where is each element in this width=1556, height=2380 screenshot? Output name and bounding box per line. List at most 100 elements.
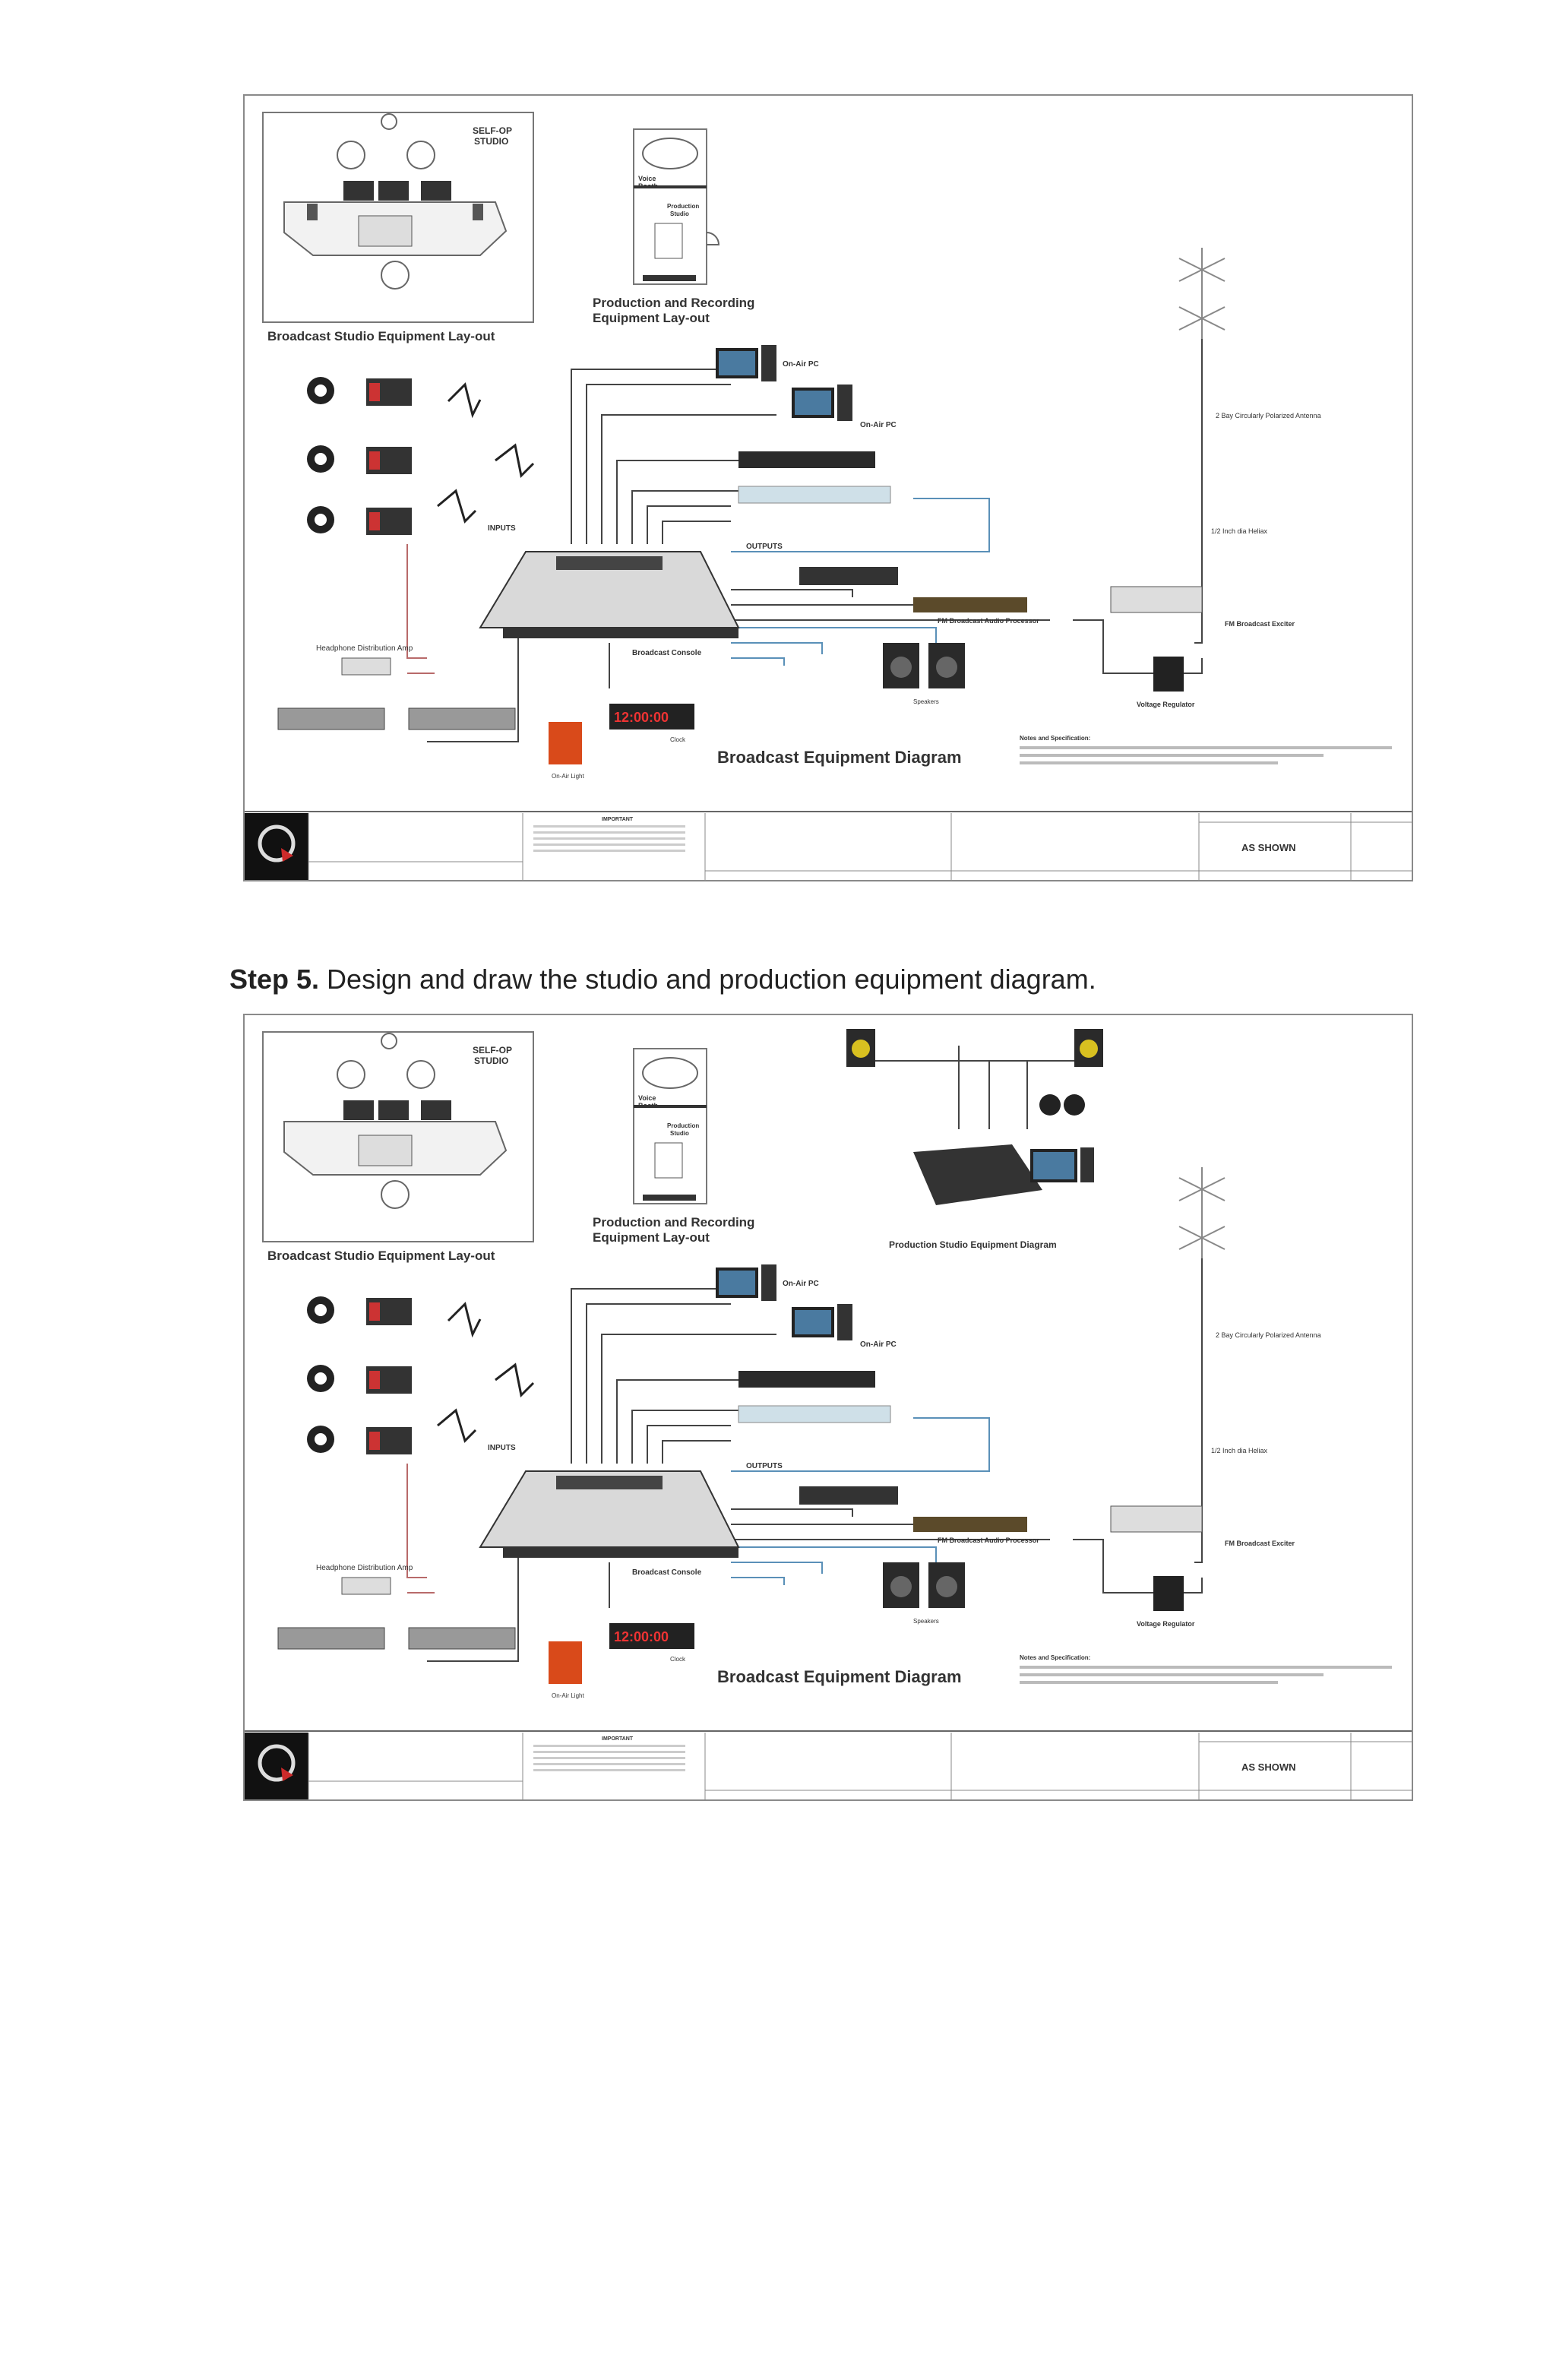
antenna-label: 2 Bay Circularly Polarized Antenna (1216, 412, 1321, 419)
diagram-sheet-2: SELF-OP STUDIO Broadcast Studio Equipmen… (243, 1014, 1413, 1801)
fm-exciter-device (1110, 586, 1203, 613)
voice-booth-2: Booth (638, 182, 658, 190)
self-op-label: SELF-OP (473, 1045, 512, 1055)
as-shown-label: AS SHOWN (1241, 1761, 1296, 1773)
rack-device-2 (738, 486, 891, 504)
console-label: Broadcast Console (632, 649, 702, 657)
pc-icon-group (716, 345, 852, 421)
rack-device-3 (799, 567, 898, 585)
pc-icon-group (716, 1264, 852, 1340)
production-layout: Voice Booth Production Studio (633, 1048, 707, 1204)
clock-digits: 12:00:00 (614, 1629, 669, 1644)
outputs-label: OUTPUTS (746, 543, 783, 551)
notes-title: Notes and Specification: (1020, 1654, 1090, 1661)
fm-exciter-label: FM Broadcast Exciter (1225, 1540, 1295, 1547)
wiring (427, 1251, 1203, 1662)
clock-icon (609, 1623, 694, 1649)
clock-label: Clock (670, 1656, 686, 1663)
step-number: Step 5. (229, 964, 320, 995)
self-op-label: SELF-OP (473, 125, 512, 136)
production-title-2: Equipment Lay-out (593, 311, 710, 325)
wiring (427, 331, 1203, 742)
voltage-regulator-label: Voltage Regulator (1137, 701, 1195, 708)
speakers-label: Speakers (913, 698, 939, 705)
voltage-regulator-icon (1153, 657, 1184, 692)
voice-booth-1: Voice (638, 1094, 656, 1102)
on-air-light-icon (549, 722, 582, 764)
production-title-2: Equipment Lay-out (593, 1230, 710, 1245)
power-supply-2 (408, 707, 516, 730)
layout-title: Broadcast Studio Equipment Lay-out (267, 329, 495, 343)
heliax-label: 1/2 Inch dia Heliax (1211, 1447, 1268, 1454)
production-equipment-cluster (846, 1029, 1103, 1205)
headphone-amp-device (341, 1577, 391, 1595)
console-label: Broadcast Console (632, 1568, 702, 1577)
as-shown-label: AS SHOWN (1241, 842, 1296, 853)
blue-lines (731, 498, 990, 666)
fm-processor-label: FM Broadcast Audio Processor (938, 617, 1039, 625)
on-air-pc-label-1: On-Air PC (783, 1280, 819, 1288)
power-supply-1 (277, 707, 385, 730)
title-block: IMPORTANT AS SHOWN (245, 1730, 1412, 1799)
on-air-light-label: On-Air Light (552, 773, 584, 780)
production-studio-2: Studio (670, 210, 689, 217)
microphone-icon-group (437, 382, 535, 524)
fm-processor-device (913, 597, 1027, 612)
red-lines (406, 544, 435, 674)
power-supply-1 (277, 1627, 385, 1650)
production-studio-2: Studio (670, 1130, 689, 1137)
rack-device-1 (738, 1371, 875, 1388)
on-air-light-label: On-Air Light (552, 1692, 584, 1699)
layout-title: Broadcast Studio Equipment Lay-out (267, 1249, 495, 1263)
broadcast-console (479, 551, 740, 638)
red-lines (406, 1464, 435, 1594)
speaker-icon-group (883, 1562, 965, 1608)
studio-layout-box: SELF-OP STUDIO (262, 112, 534, 323)
broadcast-diagram-2: SELF-OP STUDIO Broadcast Studio Equipmen… (245, 1029, 1412, 1799)
inputs-label: INPUTS (488, 524, 516, 533)
clock-digits: 12:00:00 (614, 710, 669, 725)
production-studio-1: Production (667, 1122, 699, 1129)
important-label: IMPORTANT (602, 1736, 634, 1742)
headphone-amp-label: Headphone Distribution Amp (316, 1564, 413, 1572)
voice-booth-1: Voice (638, 175, 656, 182)
headphone-amp-device (341, 657, 391, 676)
studio-label: STUDIO (474, 1055, 508, 1066)
title-block: IMPORTANT AS SHOWN (245, 811, 1412, 880)
antenna-icon (1178, 1167, 1226, 1258)
on-air-light-icon (549, 1641, 582, 1684)
production-diagram-title: Production Studio Equipment Diagram (889, 1239, 1057, 1250)
broadcast-diagram-1: SELF-OP STUDIO Broadcast Studio Equipmen… (245, 112, 1412, 880)
speaker-icon-group (883, 643, 965, 688)
antenna-icon (1178, 248, 1226, 339)
on-air-pc-label-2: On-Air PC (860, 421, 897, 429)
broadcast-console (479, 1470, 740, 1558)
power-supply-2 (408, 1627, 516, 1650)
voltage-regulator-icon (1153, 1576, 1184, 1611)
headphone-amp-label: Headphone Distribution Amp (316, 644, 413, 653)
fm-exciter-label: FM Broadcast Exciter (1225, 620, 1295, 628)
antenna-label: 2 Bay Circularly Polarized Antenna (1216, 1331, 1321, 1339)
important-label: IMPORTANT (602, 817, 634, 822)
fm-processor-label: FM Broadcast Audio Processor (938, 1537, 1039, 1544)
clock-label: Clock (670, 736, 686, 743)
studio-layout-box: SELF-OP STUDIO (262, 1031, 534, 1242)
rack-device-3 (799, 1486, 898, 1505)
rack-device-2 (738, 1405, 891, 1423)
production-title-1: Production and Recording (593, 1215, 754, 1230)
diagram-sheet-1: SELF-OP STUDIO Broadcast Studio Equipmen… (243, 94, 1413, 881)
production-layout: Voice Booth Production Studio (633, 128, 720, 285)
fm-processor-device (913, 1517, 1027, 1532)
diagram-title: Broadcast Equipment Diagram (717, 748, 962, 767)
diagram-title: Broadcast Equipment Diagram (717, 1667, 962, 1686)
microphone-icon-group (437, 1302, 535, 1443)
fm-exciter-device (1110, 1505, 1203, 1533)
clock-icon (609, 704, 694, 730)
notes-text-lines (1020, 1666, 1392, 1684)
production-title-1: Production and Recording (593, 296, 754, 310)
rack-device-1 (738, 451, 875, 468)
notes-title: Notes and Specification: (1020, 735, 1090, 742)
studio-label: STUDIO (474, 136, 508, 147)
step-caption: Step 5. Design and draw the studio and p… (229, 964, 1096, 995)
voice-booth-2: Booth (638, 1102, 658, 1109)
